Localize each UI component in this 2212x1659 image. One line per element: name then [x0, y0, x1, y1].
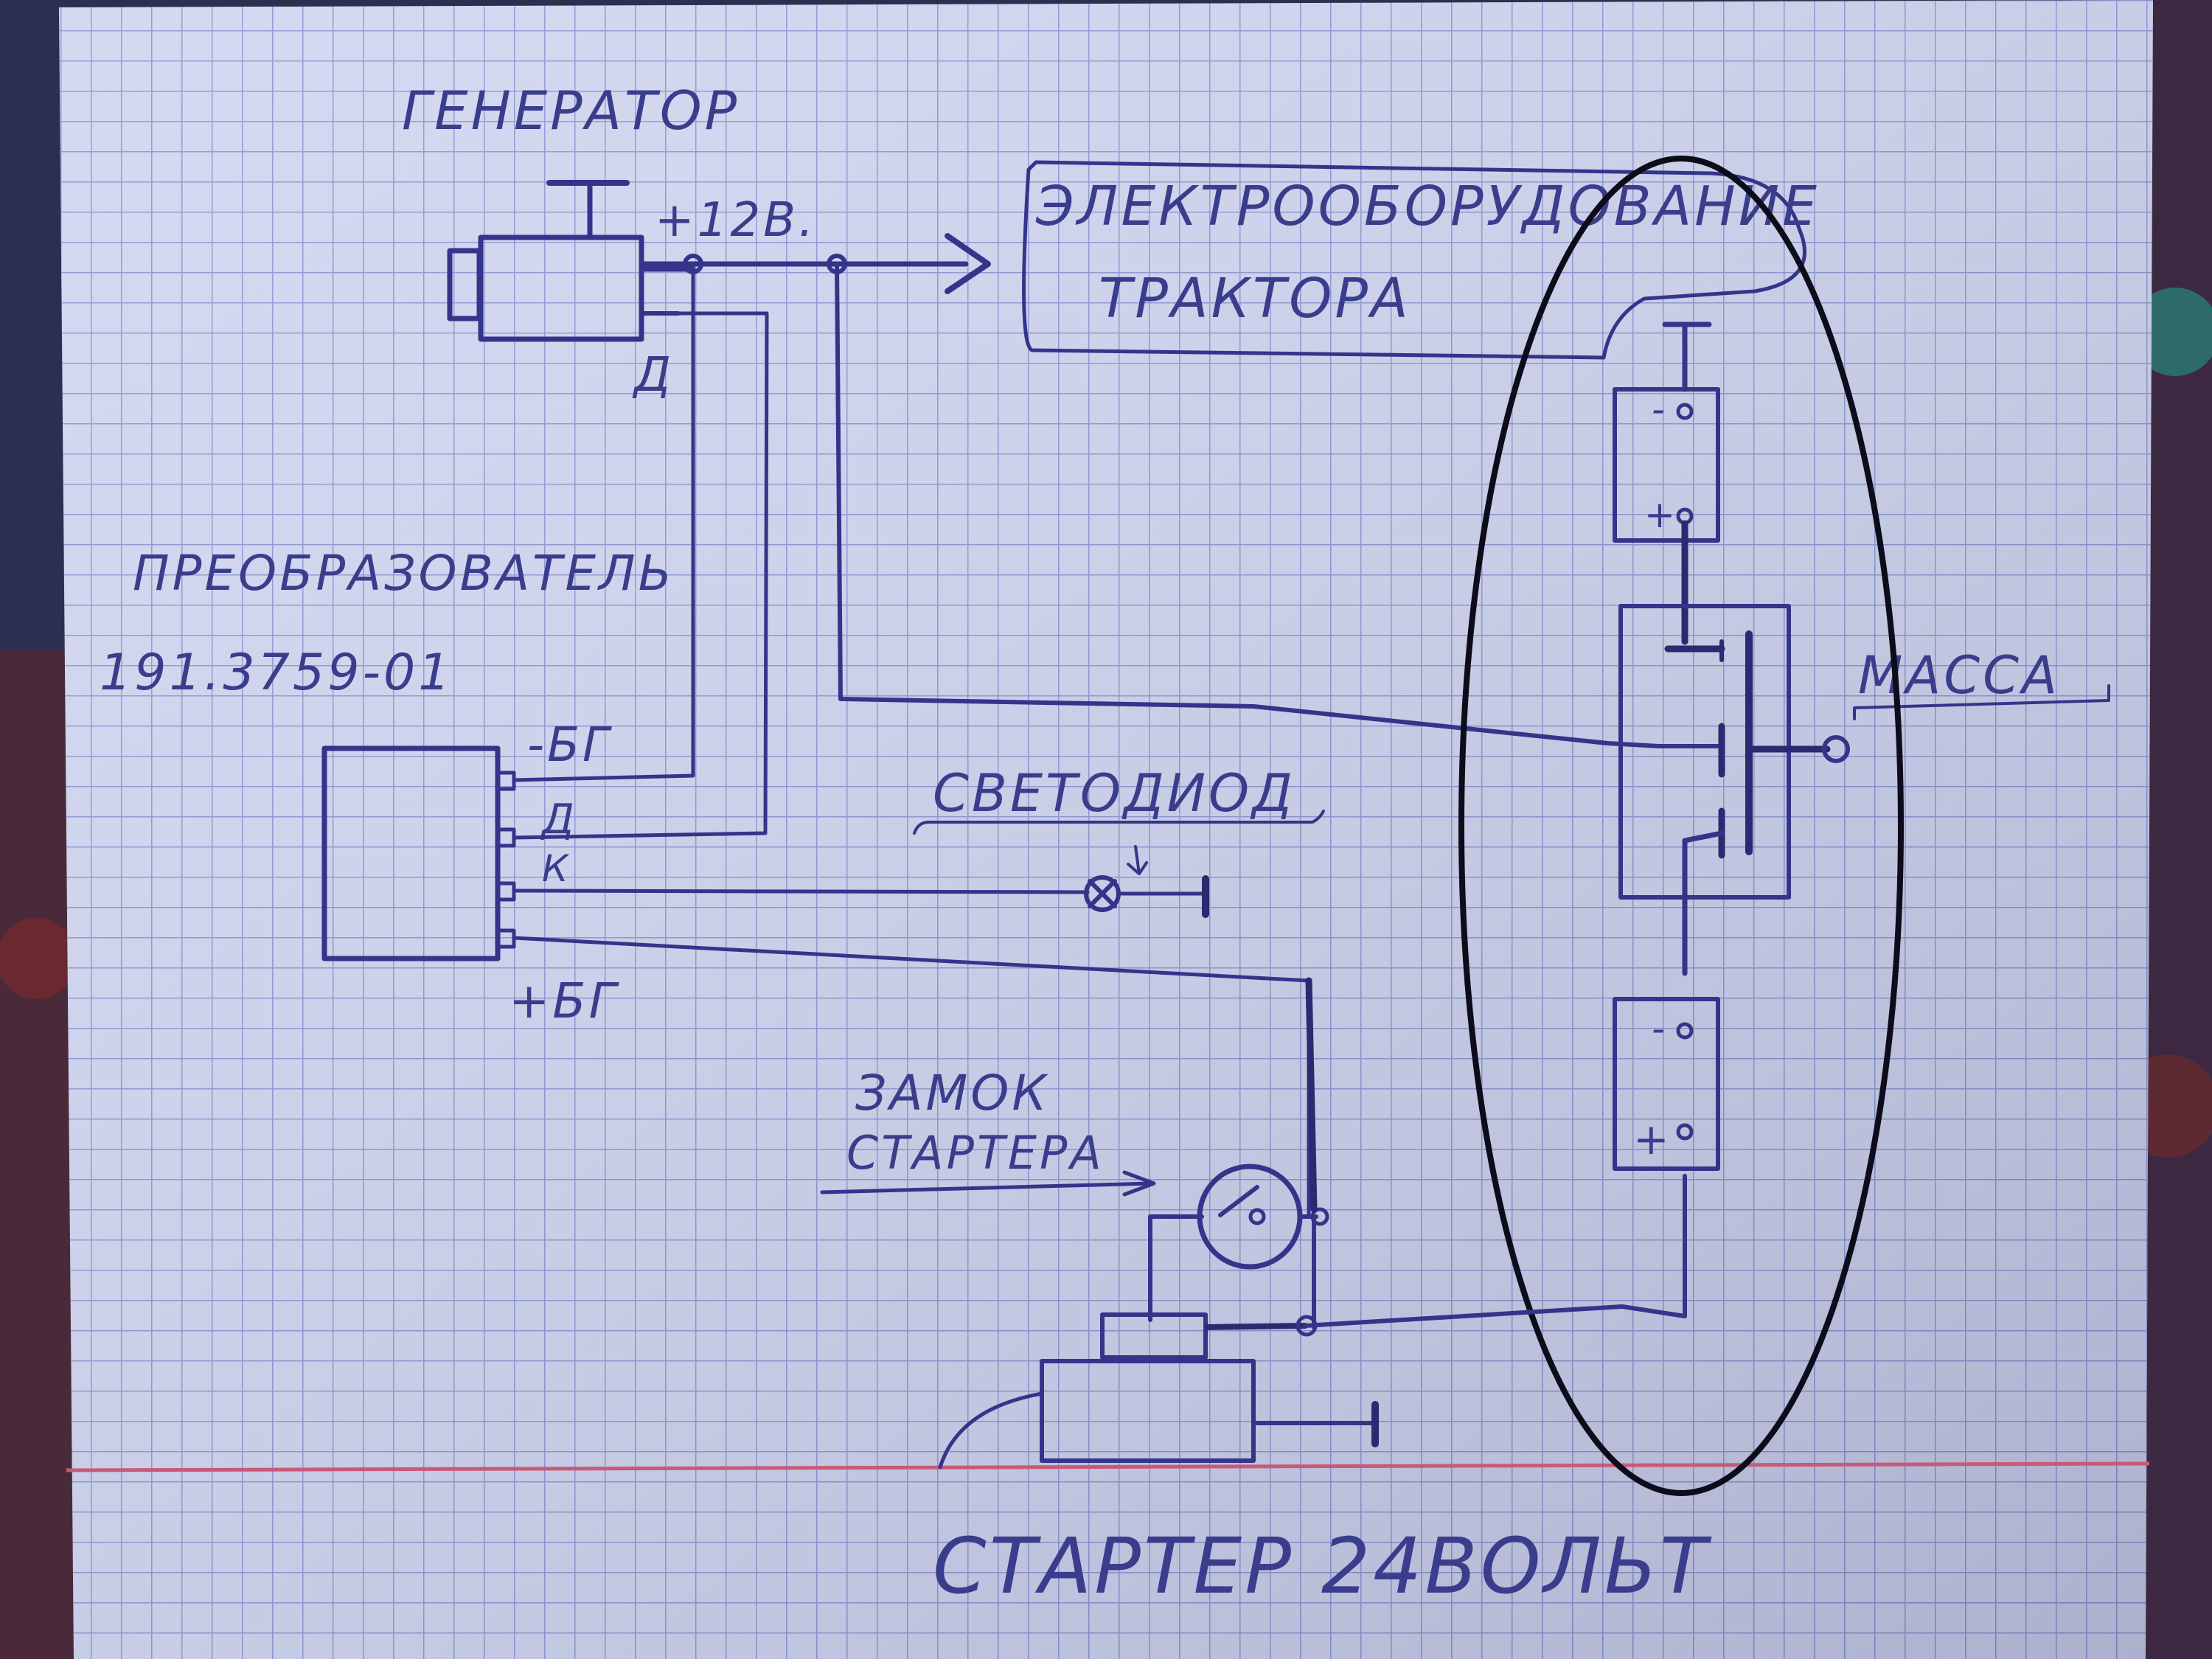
tractor-equipment-box	[1022, 160, 1806, 360]
mass-label: МАССА	[1858, 645, 2060, 706]
battery-switch	[1618, 520, 2110, 976]
converter-k-terminal-label: К	[542, 847, 571, 890]
top-battery-minus-label: -	[1652, 388, 1668, 431]
paper-sheet	[59, 0, 2153, 1659]
generator-symbol	[447, 180, 696, 342]
starter-lock-label-line2: СТАРТЕРА	[846, 1126, 1105, 1180]
plus12-bus	[639, 233, 991, 294]
bottom-battery	[1613, 997, 1720, 1318]
generator-d-terminal-label: Д	[632, 348, 674, 403]
starter-symbol	[938, 1304, 1687, 1470]
starter-24v-label: СТАРТЕР 24ВОЛЬТ	[933, 1521, 1712, 1611]
voltage-12v-label: +12В.	[655, 193, 816, 248]
top-battery-plus-label: +	[1644, 493, 1678, 536]
tractor-equipment-label-line1: ЭЛЕКТРООБОРУДОВАНИЕ	[1035, 175, 1820, 238]
highlight-ellipse	[1458, 156, 1904, 1496]
generator-label: ГЕНЕРАТОР	[402, 80, 740, 142]
led-label: СВЕТОДИОД	[933, 763, 1295, 824]
bottom-battery-plus-label: +	[1633, 1114, 1672, 1164]
converter-label: ПРЕОБРАЗОВАТЕЛЬ	[133, 545, 675, 602]
converter-model-label: 191.3759-01	[100, 644, 453, 702]
starter-lock-label-line1: ЗАМОК	[855, 1065, 1049, 1121]
led-symbol	[913, 810, 1325, 918]
starter-lock-symbol	[820, 977, 1329, 1329]
tractor-equipment-label-line2: ТРАКТОРА	[1099, 267, 1411, 330]
plus-bg-label: +БГ	[509, 973, 620, 1029]
margin-line	[66, 1461, 2150, 1472]
minus-bg-label: -БГ	[527, 718, 612, 773]
feed-to-relay	[835, 262, 1661, 748]
bottom-battery-minus-label: -	[1652, 1007, 1668, 1050]
